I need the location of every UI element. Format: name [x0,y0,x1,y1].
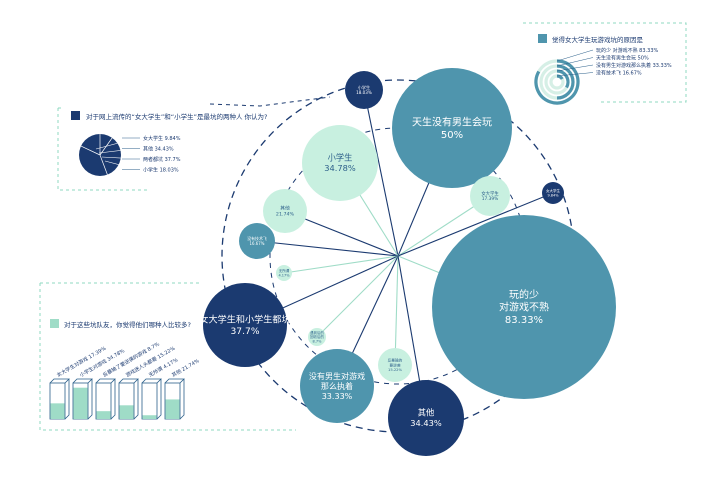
pie-label: 其他 34.43% [143,146,174,153]
radial-label: 没有男生对游戏那么执着 33.33% [596,62,672,69]
connector-line [283,255,399,274]
radial-label: 玩的少 对游戏不熟 83.33% [596,47,658,54]
pie-label: 两者都坑 37.7% [143,156,181,163]
bubble-label: 小学生 [328,153,353,163]
panel-marker [50,319,59,328]
panel-frame [209,96,331,107]
bubble-value: 34.43% [410,418,442,428]
radial-bar [556,69,570,89]
bar-frame [49,378,70,420]
bubble [388,380,464,456]
bubble-label: 女大学生 [546,188,560,193]
connector-line [316,255,399,338]
bubble-value: 18.03% [356,90,372,95]
radial-label: 天生没有男生会玩 50% [596,55,649,62]
panel-title: 对于这些坑队友，你觉得他们哪种人比较多? [64,320,191,329]
radial-bar [556,74,564,80]
bubble-label: 女大学生和小学生都坑 [199,313,290,325]
bar-frame [72,378,93,420]
bubble [302,125,378,201]
bubble [392,68,512,188]
panel-title: 觉得女大学生玩游戏坑的原因是 [552,35,644,44]
bubble-value: 16.67% [250,241,265,246]
bubble-value: 83.33% [505,315,543,326]
radial-bar [556,64,575,100]
connector-line [397,192,554,257]
pie-label: 小学生 18.03% [143,167,179,174]
bubble-value: 17.39% [482,196,499,202]
bubble-value: 33.33% [322,392,353,401]
bubble-value: 8.7% [313,340,323,344]
bubble-label: 对游戏不熟 [499,301,549,314]
radial-leader [556,64,594,72]
connector-line [256,240,399,257]
pie-divider [99,154,108,175]
bar-frame [118,378,139,420]
panel-marker [71,111,80,120]
bubble-label: 回收后的 [310,334,324,339]
bubble [345,71,383,109]
bubble-label: 要逆袭 [389,362,400,367]
bar-fill [73,387,88,419]
bubble-value: 4.17% [278,273,290,277]
bar-frame [164,378,185,420]
radial-leader [556,72,594,77]
bubble-label: 那么执着 [321,381,353,391]
panel-frame [57,107,148,191]
bubble-label: 反暴输的 [388,358,403,363]
bubble-value: 37.7% [231,327,260,337]
connector-line [394,255,399,366]
bubble-value: 34.78% [324,163,356,173]
bubble [300,349,374,423]
bubble [263,189,307,233]
bubble [308,328,326,346]
pie-leader [101,156,138,160]
panel-frame [39,282,296,431]
pie-leader [95,137,138,150]
bubble [470,176,510,216]
bubble-label: 无所谓 [279,268,290,273]
bar-frame [95,378,116,420]
bubble-label: 小学生 [358,84,370,90]
pie-label: 女大学生 9.84% [143,135,181,142]
bubble-chart: 天生没有男生会玩50%玩的少对游戏不熟83.33%女大学生17.39%女大学生9… [199,68,616,456]
bubble-value: 50% [441,130,463,141]
connector-line [363,89,399,257]
bubble-label: 天生没有男生会玩 [412,115,492,128]
pie-divider [80,145,101,156]
radial-bar [534,59,580,105]
bar-frame [141,378,162,420]
bubble-value: 9.84% [547,193,559,197]
bubble [378,348,412,382]
pie-leader [98,148,138,154]
bubble-label: 没有技术飞 [247,236,267,241]
bubble-label: 玩的少 [509,288,539,301]
bar-fill [119,405,134,419]
bar-fill [50,403,65,419]
bubble-label: 没有男生对游戏 [309,371,365,381]
radial-leader [556,49,594,62]
bar-frame [141,382,158,420]
bubble-label: 女大学生 [481,190,499,197]
bubble [239,223,275,259]
bar-fill [96,411,111,419]
bubble-label: 其他 [418,408,435,418]
panel-title: 对于网上流传的“女大学生”和“小学生”是最坑的两种人 你认为? [86,112,268,121]
bubble-value: 21.74% [276,212,295,218]
bubble [276,265,292,281]
bubble [542,182,564,204]
bubble-label: 其他 [280,205,290,212]
bubble [432,215,616,399]
bubble-value: 15.22% [388,368,403,372]
bar-fill [165,399,180,419]
bubble [203,283,287,367]
bar-fill [142,415,157,419]
panel-marker [538,34,547,43]
bubble-label: 遇到后的 [310,330,324,335]
radial-label: 没有技术飞 16.67% [596,70,642,77]
radial-leader [556,57,594,67]
pie-leader [104,160,138,170]
